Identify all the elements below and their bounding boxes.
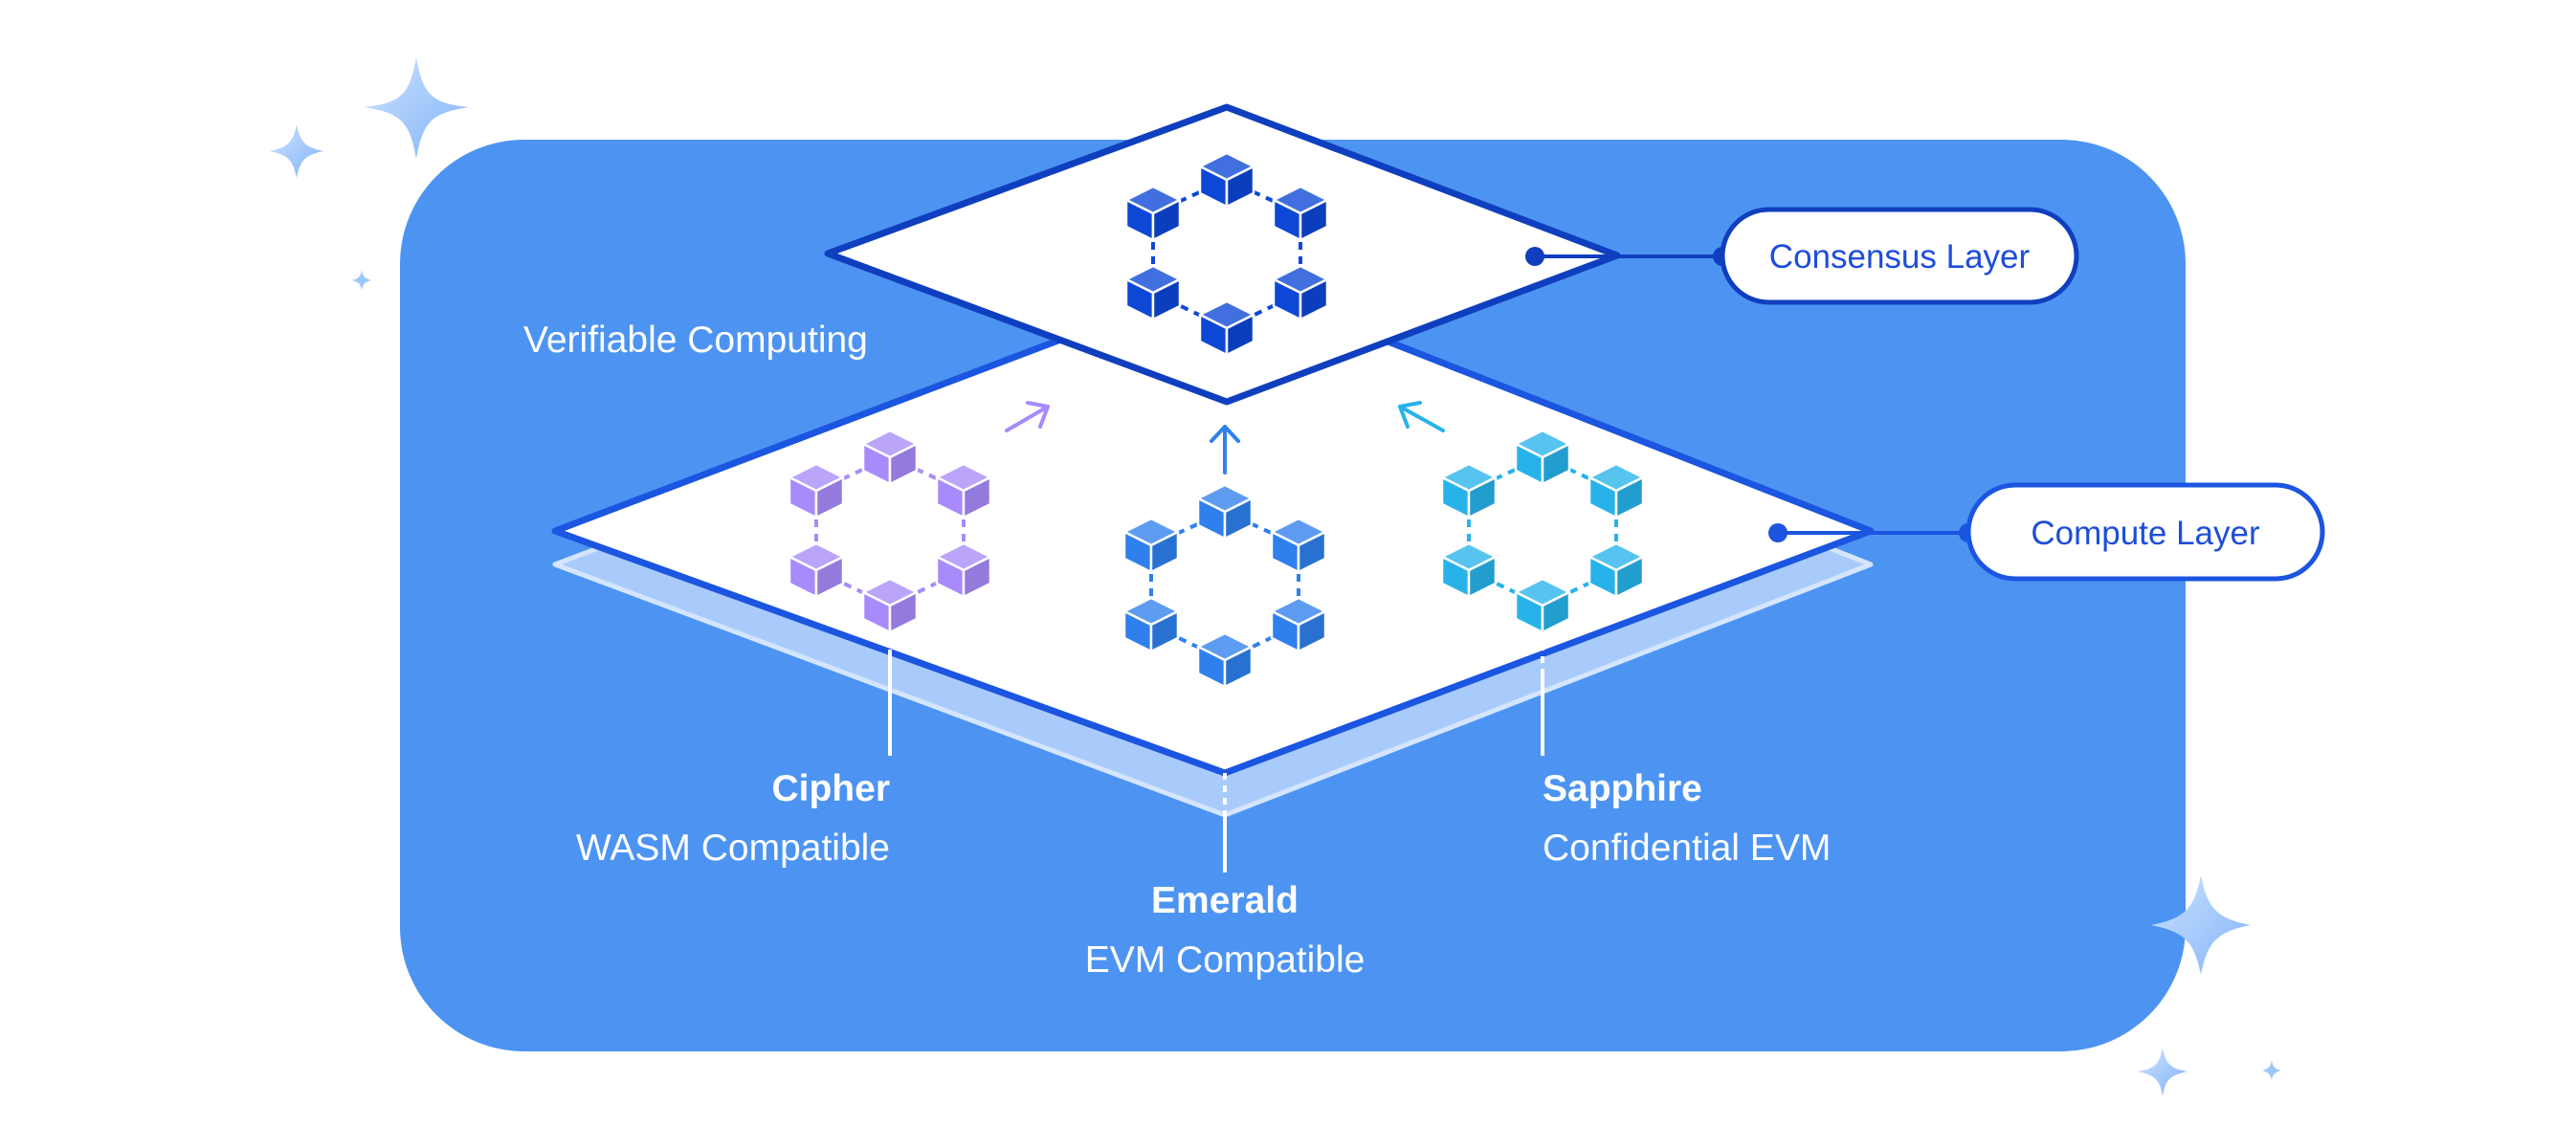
paratime-name-cipher: Cipher bbox=[771, 768, 890, 809]
arrow-up-right-icon bbox=[1005, 401, 1050, 432]
paratime-desc-emerald: EVM Compatible bbox=[1085, 939, 1366, 981]
svg-text:Consensus Layer: Consensus Layer bbox=[1769, 238, 2031, 276]
paratime-name-sapphire: Sapphire bbox=[1543, 768, 1702, 809]
sparkle-icon bbox=[270, 124, 323, 178]
cube-ring-icon bbox=[788, 429, 992, 634]
cube-ring-icon bbox=[1122, 483, 1327, 689]
connector-lines bbox=[888, 612, 1544, 872]
compute-layer-label: Compute Layer bbox=[1965, 482, 2325, 582]
sparkle-icon bbox=[2262, 1060, 2281, 1081]
paratime-name-emerald: Emerald bbox=[1151, 880, 1299, 921]
arrow-up-left-icon bbox=[1398, 401, 1445, 432]
svg-text:Compute Layer: Compute Layer bbox=[2031, 515, 2260, 552]
consensus-layer-label: Consensus Layer bbox=[1720, 207, 2079, 305]
sparkle-icon bbox=[2151, 875, 2251, 975]
cube-ring-icon bbox=[1440, 429, 1645, 634]
cube-ring-icon bbox=[1124, 151, 1329, 357]
sparkle-icon bbox=[2138, 1048, 2187, 1096]
arrow-up-icon bbox=[1210, 425, 1240, 475]
paratime-desc-cipher: WASM Compatible bbox=[576, 828, 890, 869]
sparkle-icon bbox=[364, 57, 469, 159]
paratime-desc-sapphire: Confidential EVM bbox=[1543, 828, 1831, 869]
verifiable-computing-label: Verifiable Computing bbox=[523, 320, 868, 361]
sparkle-icon bbox=[352, 270, 371, 291]
